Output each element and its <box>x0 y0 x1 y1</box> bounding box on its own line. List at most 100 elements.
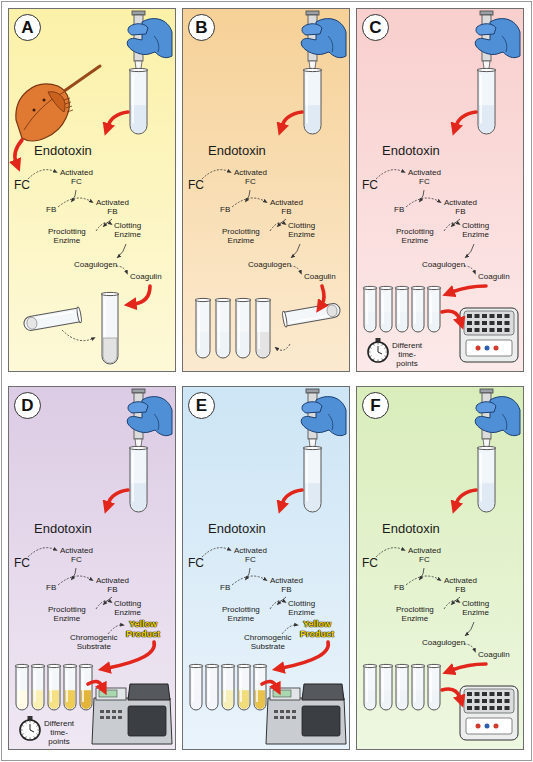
stopwatch-tick <box>36 725 37 727</box>
spectro-front <box>302 706 340 736</box>
tube-rim <box>15 664 29 667</box>
red-arrow <box>134 286 150 304</box>
tube-shine <box>238 305 240 349</box>
reader-well <box>497 706 502 710</box>
panel-letter-circle: B <box>188 14 215 41</box>
stopwatch-hand <box>378 352 382 354</box>
test-tube <box>411 286 425 332</box>
tube-shine <box>208 671 210 702</box>
red-arrow <box>88 681 102 686</box>
tube-rim <box>215 298 231 301</box>
tube-glass <box>216 300 230 358</box>
panel-letter: D <box>21 397 33 414</box>
red-arrow <box>452 286 486 292</box>
tube-shine <box>306 75 308 124</box>
pipette-button <box>306 11 319 15</box>
tube-rim <box>379 664 393 667</box>
tube-rim <box>47 664 61 667</box>
reader-button <box>494 346 499 351</box>
cascade-start: Endotoxin <box>34 522 92 537</box>
red-arrow <box>282 490 302 504</box>
tube-shine <box>366 293 368 324</box>
test-tube <box>303 68 322 134</box>
reader-well <box>505 328 510 332</box>
reader-well <box>475 692 480 696</box>
gel-clot <box>26 316 38 330</box>
panel-letter-circle: F <box>362 392 389 419</box>
glove <box>301 397 346 436</box>
tube-shine <box>414 293 416 324</box>
cascade-label: FB <box>220 205 230 214</box>
panel-letter-circle: C <box>362 14 389 41</box>
reader-well <box>505 692 510 696</box>
red-arrow <box>452 664 486 670</box>
reader-well <box>467 706 472 710</box>
tube-rim <box>363 286 377 289</box>
glove-thumb <box>302 402 322 413</box>
cascade-label: Proclotting Enzime <box>48 227 86 245</box>
assay-panel: EndotoxinFCActivated FCFBActivated FBPro… <box>182 386 350 750</box>
tube-shine <box>430 293 432 324</box>
tube-glass <box>478 448 495 512</box>
stopwatch-tick <box>373 344 375 345</box>
tube-rim <box>195 298 211 301</box>
spectro-display <box>273 690 291 697</box>
cascade-label: FC <box>14 179 30 193</box>
stopwatch-tick <box>370 355 371 357</box>
crab-spine <box>64 98 70 100</box>
red-arrow <box>108 490 128 504</box>
cascade-label: Activated FB <box>96 576 129 594</box>
test-tube <box>129 446 148 512</box>
reaction-arrow <box>376 170 404 179</box>
crab-spine <box>65 102 71 104</box>
tube-shine <box>132 75 134 124</box>
glove-fold <box>502 414 507 430</box>
reaction-arrow <box>282 625 297 634</box>
reaction-arrow <box>444 601 459 609</box>
tube-reader-instrument <box>460 308 518 362</box>
reaction-arrow <box>108 625 123 634</box>
tube-rim <box>477 446 496 449</box>
stopwatch-tick <box>30 738 31 740</box>
panel-art <box>182 386 350 750</box>
tube-shine <box>218 305 220 349</box>
stopwatch-hand <box>30 724 31 730</box>
reader-well <box>467 699 472 703</box>
test-tube <box>477 68 496 134</box>
reaction-arrow <box>278 219 286 226</box>
reader-body <box>460 308 518 362</box>
reaction-arrow <box>96 601 111 609</box>
test-tube <box>15 664 29 710</box>
spectro-lid <box>302 684 344 700</box>
spectro-key <box>118 716 122 719</box>
cascade-start: Endotoxin <box>34 144 92 159</box>
cascade-label: Clotting Enzime <box>114 599 141 617</box>
tube-rim <box>282 311 288 327</box>
cascade-label: Activated FC <box>60 546 93 564</box>
tube-glass <box>206 666 218 710</box>
reader-panel <box>466 340 512 356</box>
reader-button <box>485 724 490 729</box>
cascade-label: FC <box>362 557 378 571</box>
red-arrow <box>282 642 328 668</box>
cascade-label: FC <box>14 557 30 571</box>
reader-well <box>475 706 480 710</box>
spectro-key <box>280 716 284 719</box>
reader-well <box>490 692 495 696</box>
stopwatch-hand <box>378 346 379 352</box>
tube-rim <box>76 307 82 323</box>
panel-ground <box>356 8 524 372</box>
test-tube <box>189 664 203 710</box>
cascade-label: Different time-points <box>392 341 422 369</box>
tube-shine <box>414 671 416 702</box>
tube-shine <box>198 305 200 349</box>
tube-glass <box>130 70 147 134</box>
tube-rim <box>363 664 377 667</box>
cascade-label: FB <box>394 205 404 214</box>
cascade-label: Proclotting Enzime <box>396 227 434 245</box>
reaction-arrow <box>452 597 460 604</box>
gloved-hand-pipette <box>127 389 172 458</box>
cascade-start: Endotoxin <box>382 522 440 537</box>
